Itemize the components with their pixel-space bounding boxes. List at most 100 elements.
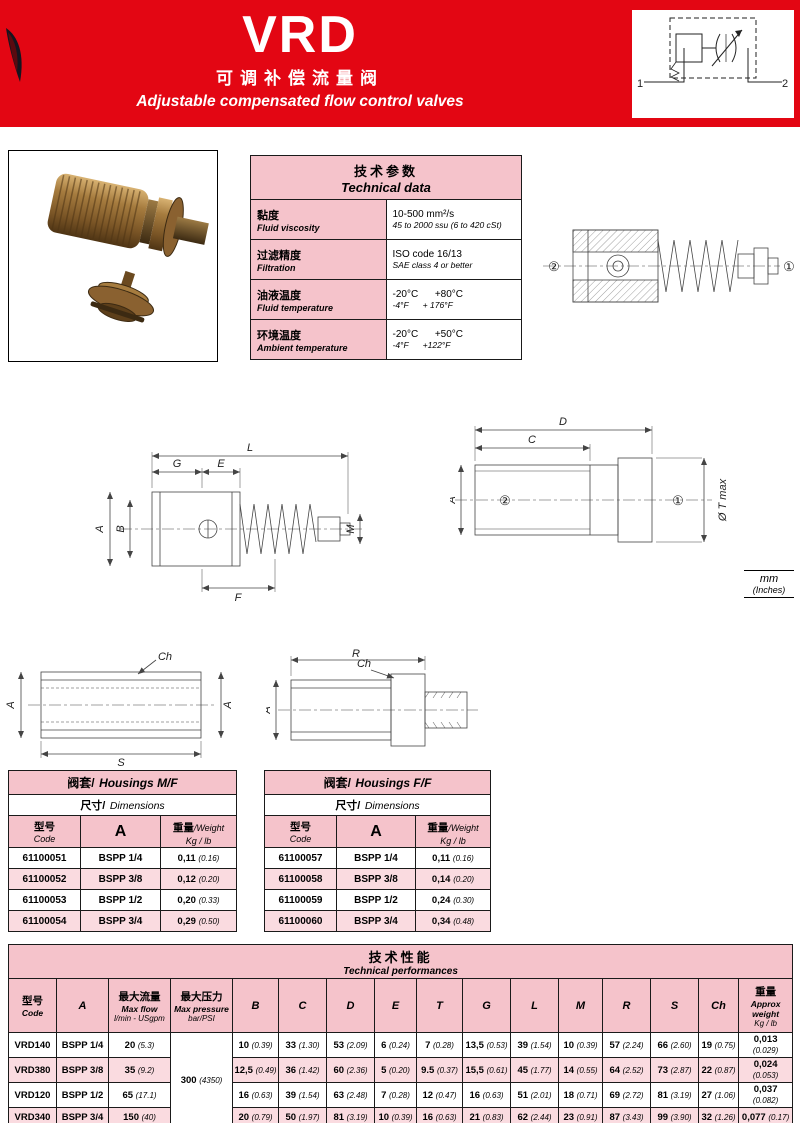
performance-title-en: Technical performances [343,965,458,977]
label-en: Fluid temperature [257,302,334,313]
dim-label-B: B [115,525,127,532]
housing-weight-cell: 0,11 (0.16) [159,847,238,869]
housing-weight-cell: 0,34 (0.48) [414,910,492,932]
perf-dim-cell: 32 (1.26) [698,1107,739,1123]
dim-label-D: D [559,416,567,428]
col-a: A [56,978,109,1033]
col-weight-zh: 重量 [427,821,449,834]
col-weight-unit: Kg / lb [185,835,212,846]
perf-dim-cell: 16 (0.63) [462,1082,511,1108]
col-C: C [278,978,327,1033]
perf-dim-cell: 39 (1.54) [278,1082,327,1108]
dims-en: Dimensions [364,800,420,812]
dimension-drawing-valve: L G E A B M F [94,442,363,604]
col-code-en: Code [289,834,312,844]
perf-dim-cell: 60 (2.36) [326,1057,375,1083]
perf-weight-cell: 0,024 (0.053) [737,1057,794,1083]
col-M: M [558,978,603,1033]
perf-flow-cell: 35 (9.2) [108,1057,171,1083]
perf-dim-cell: 69 (2.72) [602,1082,651,1108]
brand-logo [6,28,22,82]
perf-dim-cell: 81 (3.19) [650,1082,699,1108]
value-line1: -20°C +80°C [392,289,464,300]
perf-dim-cell: 22 (0.87) [698,1057,739,1083]
housings-mf-dimensions-row: 尺寸/ Dimensions [7,794,238,816]
subtitle-chinese: 可调补偿流量阀 [216,68,384,88]
value-line2: 45 to 2000 ssu (6 to 420 cSt) [392,220,502,230]
value-line1: ISO code 16/13 [392,249,463,260]
label-zh: 过滤精度 [257,249,301,262]
perf-code-cell: VRD380 [8,1057,57,1083]
dim-label-A-right: A [222,701,234,709]
col-Ch: Ch [698,978,739,1033]
perf-dim-cell: 99 (3.90) [650,1107,699,1123]
col-D: D [326,978,375,1033]
perf-thread-cell: BSPP 3/4 [56,1107,109,1123]
technical-data-title-zh: 技术参数 [353,163,418,179]
units-mm: mm [759,573,779,585]
perf-dim-cell: 87 (3.43) [602,1107,651,1123]
perf-dim-cell: 62 (2.44) [510,1107,559,1123]
title-en: Housings M/F [99,775,178,790]
housing-ff-drawing: R A Ch [266,648,478,747]
dim-label-F: F [235,592,243,604]
section-label-1: ① [783,259,795,274]
dim-label-M: M [345,524,357,534]
perf-pressure-cell: 300 (4350) [170,1032,233,1123]
perf-dim-cell: 63 (2.48) [326,1082,375,1108]
perf-dim-cell: 18 (0.71) [558,1082,603,1108]
technical-data-header: 技术参数 Technical data [250,155,522,200]
label-zh: 油液温度 [257,289,301,302]
label-zh: 黏度 [257,209,279,222]
col-weight-en: /Weight [193,822,225,833]
section-label-2: ② [548,259,560,274]
valve-photo-illustration [47,173,209,323]
housing-weight-cell: 0,14 (0.20) [414,868,492,890]
perf-flow-cell: 20 (5.3) [108,1032,171,1058]
label-en: Fluid viscosity [257,222,320,233]
perf-dim-cell: 19 (0.75) [698,1032,739,1058]
housing-mf-drawing: A A S Ch [6,651,234,768]
title-zh: 阀套/ [67,775,95,790]
units-inches: (Inches) [752,585,786,595]
dim-label-A-left: A [6,701,17,709]
cartridge-label-1: ① [672,493,684,508]
dim-label-A: A [450,496,458,504]
perf-dim-cell: 6 (0.24) [374,1032,417,1058]
label-zh: 环境温度 [257,329,301,342]
symbol-port-1-label: 1 [637,78,643,90]
dim-label-E: E [217,458,225,470]
perf-flow-cell: 65 (17.1) [108,1082,171,1108]
dims-zh: 尺寸/ [80,800,106,812]
housing-thread-cell: BSPP 3/4 [336,910,416,932]
perf-dim-cell: 14 (0.55) [558,1057,603,1083]
value-line1: 10-500 mm²/s [392,209,455,220]
perf-code-cell: VRD140 [8,1032,57,1058]
col-G: G [462,978,511,1033]
perf-dim-cell: 12 (0.47) [416,1082,463,1108]
title-zh: 阀套/ [323,775,351,790]
dims-en: Dimensions [109,800,165,812]
dim-label-A: A [266,706,273,714]
dim-label-Ch: Ch [158,651,172,663]
value-line2: -4°F +122°F [392,340,451,350]
perf-code-cell: VRD120 [8,1082,57,1108]
col-E: E [374,978,417,1033]
perf-dim-cell: 10 (0.39) [374,1107,417,1123]
hydraulic-symbol: 1 2 [637,17,788,90]
